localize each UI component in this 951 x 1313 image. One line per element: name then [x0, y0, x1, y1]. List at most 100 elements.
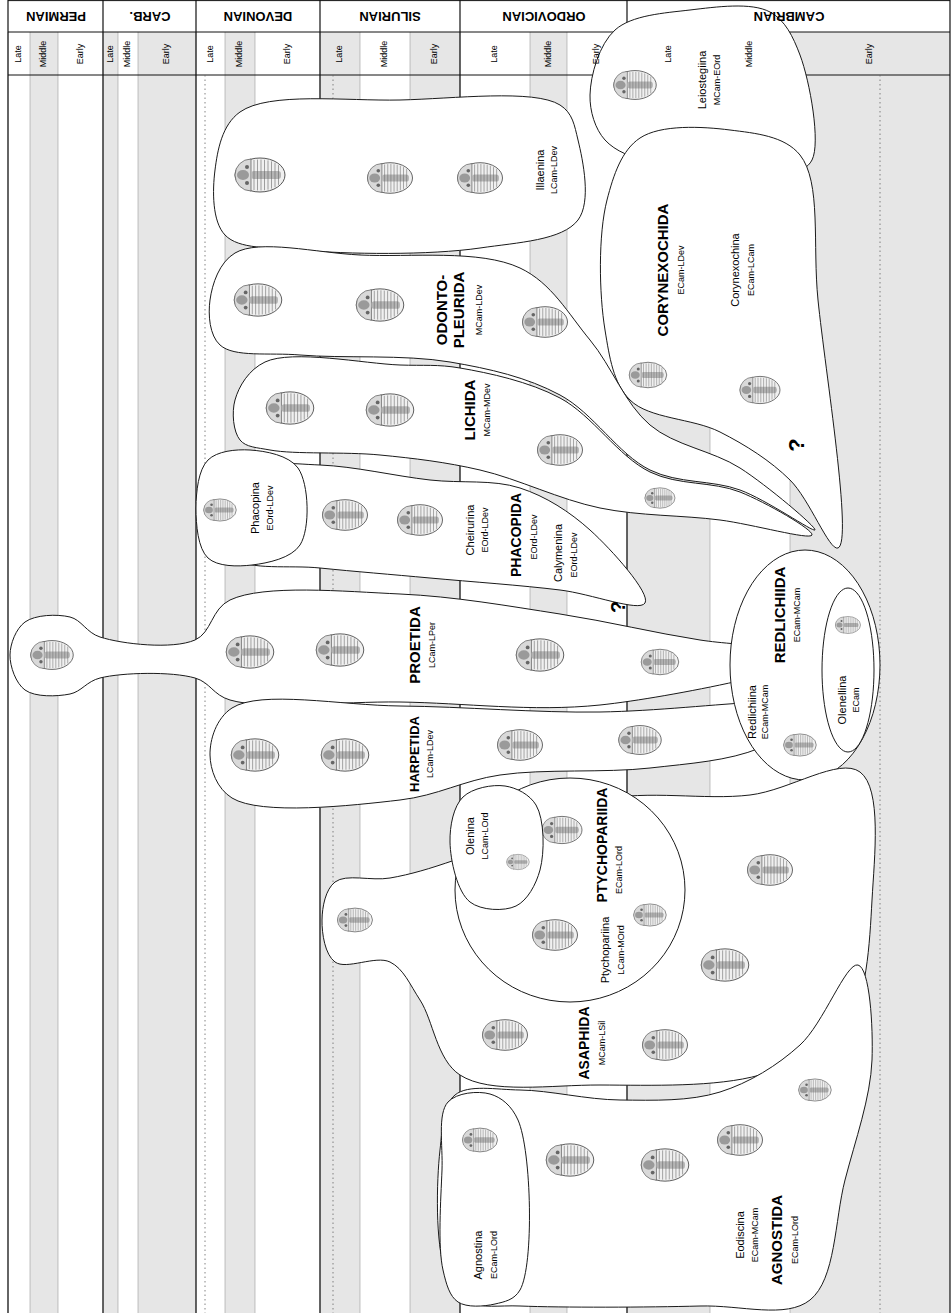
trilobite-body	[234, 284, 282, 316]
trilobite-segment	[262, 741, 263, 769]
trilobite-segment	[52, 642, 53, 668]
trilobite-eye	[345, 924, 348, 927]
trilobite-segment	[397, 396, 398, 424]
trilobite-segment	[662, 1150, 663, 1179]
header-line	[8, 75, 950, 76]
trilobite-segment	[815, 1080, 816, 1100]
trilobite-segment	[576, 441, 577, 459]
trilobite-segment	[783, 859, 784, 881]
trilobite-segment	[272, 289, 273, 312]
trilobite-eye	[532, 327, 536, 331]
trilobite-glabella	[518, 650, 529, 660]
trilobite-eye	[366, 296, 370, 300]
trilobite-segment	[739, 954, 740, 977]
trilobite-glabella	[644, 1041, 655, 1050]
trilobite-segment	[682, 1156, 683, 1175]
trilobite-segment	[480, 164, 481, 192]
trilobite-segment	[650, 77, 651, 94]
trilobite-segment	[222, 500, 223, 520]
trilobite-segment	[669, 1151, 670, 1180]
trilobite-eye	[542, 926, 546, 930]
trilobite-segment	[660, 489, 661, 508]
trilobite-segment	[675, 1152, 676, 1178]
clade-node: AgnostinaECam-LOrd	[436, 1088, 526, 1310]
trilobite-body	[458, 163, 503, 194]
trilobite-axis	[371, 301, 400, 309]
trilobite-eye	[637, 368, 640, 371]
trilobite-segment	[750, 1128, 751, 1152]
trilobite-segment	[374, 291, 375, 320]
clade-node: PHACOPIDAEOrd-LDevCheirurinaEOrd-LDevCal…	[199, 459, 651, 609]
trilobite-eye	[407, 511, 411, 515]
clade-outline	[209, 94, 584, 256]
trilobite-axis	[381, 406, 410, 414]
uncertainty-mark: ?	[785, 438, 809, 451]
trilobite-eye	[627, 732, 630, 735]
trilobite-segment	[853, 618, 854, 632]
trilobite-cephalon	[619, 726, 633, 753]
trilobite-eye	[470, 1144, 473, 1147]
clade-name: ASAPHIDA	[577, 1006, 592, 1079]
trilobite-segment	[487, 165, 488, 191]
trilobite-segment	[813, 1080, 814, 1100]
trilobite-glabella	[459, 174, 470, 183]
trilobite-glabella	[620, 736, 630, 745]
trilobite-segment	[559, 921, 560, 948]
trilobite-body	[507, 854, 530, 869]
trilobite-eye	[241, 761, 245, 765]
trilobite-body	[316, 634, 364, 666]
trilobite-eye	[622, 77, 625, 80]
trilobite-segment	[659, 1031, 660, 1058]
trilobite-segment	[681, 1036, 682, 1054]
trilobite-segment	[297, 394, 298, 422]
stage-name: Early	[592, 43, 602, 64]
trilobite-eye	[622, 90, 625, 93]
trilobite-body	[321, 739, 369, 771]
trilobite-segment	[304, 397, 305, 420]
trilobite-cephalon	[718, 1126, 732, 1155]
trilobite-segment	[766, 378, 767, 401]
trilobite-segment	[255, 740, 256, 769]
trilobite-eye	[345, 913, 348, 916]
trilobite-segment	[663, 651, 664, 674]
trilobite-body	[641, 1149, 689, 1181]
dotted-line	[205, 75, 206, 1313]
age-range: EOrd-LDev	[266, 485, 276, 530]
stage-name: Late	[106, 45, 116, 63]
trilobite-segment	[424, 506, 425, 533]
trilobite-segment	[800, 735, 801, 755]
trilobite-segment	[355, 503, 356, 527]
trilobite-glabella	[785, 742, 793, 749]
trilobite-segment	[265, 286, 266, 314]
trilobite-segment	[729, 951, 730, 980]
trilobite-segment	[678, 1034, 679, 1056]
trilobite-segment	[570, 1145, 571, 1174]
age-range: ECam-LOrd	[615, 846, 625, 894]
trilobite-segment	[740, 1126, 741, 1154]
trilobite-glabella	[318, 645, 329, 655]
trilobite-body	[368, 163, 413, 194]
trilobite-segment	[656, 489, 657, 507]
trilobite-segment	[515, 1023, 516, 1047]
subclade-name: Ptychopariina	[599, 917, 611, 984]
trilobite-body	[204, 499, 237, 521]
trilobite-body	[483, 1020, 528, 1051]
trilobite-eye	[332, 520, 336, 524]
trilobite-segment	[671, 492, 672, 504]
trilobite-segment	[565, 818, 566, 842]
stage-name: Late	[206, 45, 216, 63]
trilobite-cephalon	[507, 855, 514, 869]
age-range: MCam-LSil	[598, 1021, 608, 1066]
subclade-name: Eodiscina	[734, 1211, 746, 1259]
trilobite-cephalon	[629, 363, 641, 387]
trilobite-body	[31, 641, 74, 670]
trilobite-segment	[780, 858, 781, 882]
trilobite-cephalon	[701, 950, 716, 980]
trilobite-segment	[527, 732, 528, 758]
trilobite-segment	[490, 1132, 491, 1149]
trilobite-segment	[480, 1129, 481, 1151]
trilobite-segment	[555, 310, 556, 334]
trilobite-segment	[568, 924, 569, 946]
trilobite-segment	[261, 160, 262, 191]
